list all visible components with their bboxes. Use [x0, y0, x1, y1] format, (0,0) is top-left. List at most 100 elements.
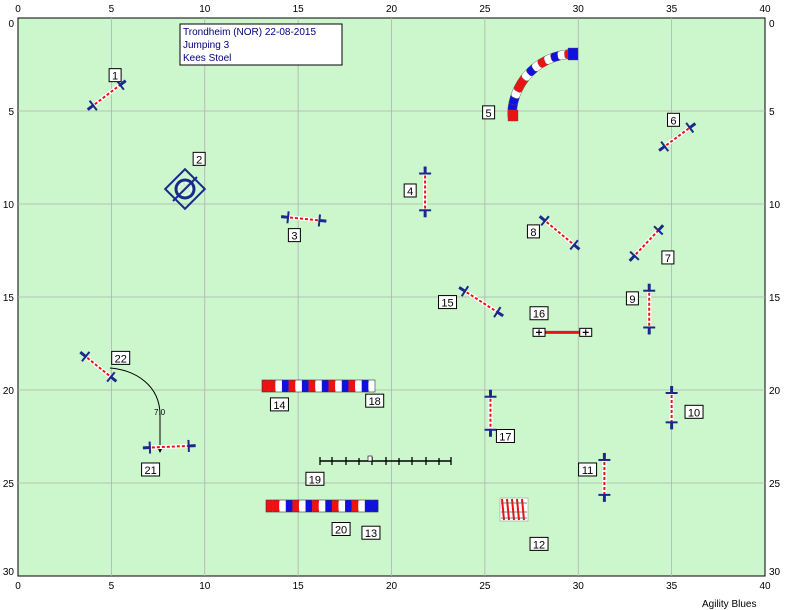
jump-4[interactable] — [419, 166, 432, 218]
jump-10[interactable] — [665, 386, 678, 430]
number-label-box — [438, 295, 458, 310]
tunnel-segment — [364, 500, 372, 512]
jump-15[interactable] — [458, 285, 504, 318]
number-label-box — [526, 224, 540, 239]
y-tick-label-right: 10 — [769, 200, 781, 211]
number-label-14: 14 — [273, 400, 285, 412]
y-tick-label-left: 0 — [8, 19, 14, 30]
number-label-box — [625, 291, 639, 306]
jump-3[interactable] — [280, 211, 327, 227]
number-label-10: 10 — [688, 407, 700, 419]
jump-17[interactable] — [484, 389, 497, 437]
jump-21[interactable] — [142, 439, 196, 454]
jump-bar — [82, 353, 114, 380]
x-tick-label-bottom: 30 — [573, 581, 585, 592]
tunnel-segment — [301, 380, 309, 392]
jump-upright — [538, 215, 547, 223]
y-tick-label-right: 25 — [769, 479, 781, 490]
tunnel-segment — [331, 500, 339, 512]
number-label-9: 9 — [629, 294, 635, 306]
number-label-box — [365, 393, 385, 408]
number-label-box — [331, 522, 351, 536]
number-label-box — [578, 462, 598, 477]
number-label-box — [666, 112, 680, 127]
number-label-21: 21 — [144, 465, 156, 477]
jump-stand-cross — [582, 329, 589, 336]
tunnel-14-18[interactable] — [261, 379, 376, 393]
jump-11[interactable] — [598, 452, 611, 502]
number-label-box — [192, 151, 206, 166]
tunnel-segment — [355, 380, 363, 392]
number-label-17: 17 — [499, 432, 511, 444]
jump-16[interactable] — [532, 327, 593, 337]
jump-1[interactable] — [86, 79, 127, 111]
long-jump-marker — [367, 455, 373, 462]
number-label-20: 20 — [335, 525, 347, 537]
x-tick-label-top: 40 — [759, 4, 771, 15]
weave-rails — [501, 502, 527, 519]
tunnel-segment — [321, 380, 329, 392]
number-label-box — [361, 525, 381, 540]
tunnel-segment — [295, 380, 303, 392]
judge-name: Kees Stoel — [183, 53, 231, 64]
tunnel-segment — [308, 380, 316, 392]
y-tick-label-right: 20 — [769, 386, 781, 397]
tunnel-segment — [268, 380, 276, 392]
tunnel-segment — [292, 500, 300, 512]
number-label-15: 15 — [441, 298, 453, 310]
tunnel-segment — [318, 500, 326, 512]
tunnel-segment — [338, 500, 346, 512]
y-tick-label-left: 15 — [3, 293, 15, 304]
number-label-13: 13 — [365, 528, 377, 540]
distance-path — [109, 367, 161, 450]
number-label-box — [529, 536, 549, 551]
number-label-5: 5 — [486, 108, 492, 120]
jump-upright — [79, 350, 88, 359]
weave-12[interactable] — [499, 497, 529, 522]
jump-8[interactable] — [538, 215, 581, 251]
tunnel-13-20[interactable] — [265, 499, 379, 513]
long-jump-19[interactable] — [319, 455, 452, 465]
number-label-1: 1 — [112, 71, 118, 83]
jump-9[interactable] — [643, 283, 656, 335]
tunnel-segment — [298, 500, 306, 512]
jump-6[interactable] — [658, 122, 697, 152]
tire-2[interactable] — [163, 167, 207, 211]
jump-22[interactable] — [79, 350, 118, 383]
number-label-7: 7 — [665, 253, 671, 265]
tunnel-outline — [261, 379, 376, 393]
number-label-6: 6 — [670, 115, 676, 127]
tunnel-segment — [371, 500, 379, 512]
credit-text: Agility Blues — [702, 599, 756, 610]
jump-upright — [572, 243, 581, 251]
y-tick-label-left: 5 — [8, 107, 14, 118]
number-label-box — [684, 404, 704, 419]
tunnel-segment — [348, 380, 356, 392]
info-box: Trondheim (NOR) 22-08-2015 Jumping 3 Kee… — [179, 23, 343, 66]
number-label-box — [482, 105, 496, 120]
tunnel-segment — [341, 380, 349, 392]
tunnel-5[interactable] — [507, 47, 579, 122]
jump-upright — [280, 215, 290, 219]
tunnel-segment — [507, 109, 519, 122]
tunnel-segment — [285, 500, 293, 512]
x-tick-label-top: 10 — [199, 4, 211, 15]
number-label-box — [661, 250, 675, 265]
jump-upright — [109, 375, 118, 383]
x-tick-label-top: 30 — [573, 4, 585, 15]
tunnel-segment — [315, 380, 323, 392]
tunnel-segment — [368, 380, 376, 392]
jump-upright — [495, 310, 504, 318]
tire-ring — [174, 178, 196, 200]
tunnel-segment — [345, 500, 352, 512]
jump-upright — [86, 103, 95, 111]
y-tick-label-left: 30 — [3, 567, 15, 578]
jump-7[interactable] — [628, 224, 665, 262]
x-tick-label-bottom: 5 — [109, 581, 115, 592]
grid-lines — [18, 18, 765, 576]
number-label-18: 18 — [369, 396, 381, 408]
x-tick-label-top: 15 — [293, 4, 305, 15]
